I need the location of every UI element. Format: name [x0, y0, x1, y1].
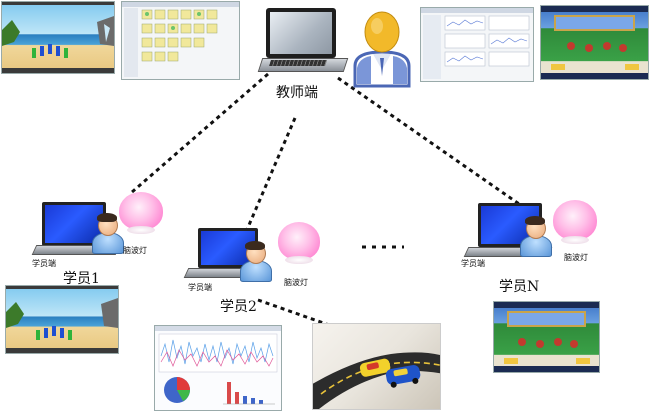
student1-lamp-label: 脑波灯 — [123, 246, 147, 255]
student1-terminal-label: 学员端 — [32, 259, 56, 268]
beach-game-screenshot-top — [1, 1, 115, 74]
teacher-avatar-icon — [349, 10, 415, 92]
student2-lamp-label: 脑波灯 — [284, 278, 308, 287]
studentN-lamp-label: 脑波灯 — [564, 253, 588, 262]
race-game-screenshot-studentN — [493, 301, 600, 373]
link-student2-photo — [257, 298, 333, 328]
student2-name: 学员2 — [220, 299, 257, 315]
student1-name: 学员1 — [63, 271, 100, 287]
brainwave-analytics-screenshot — [154, 325, 282, 411]
beach-game-screenshot-student1 — [5, 285, 119, 354]
teacher-software-thumbnail-2 — [420, 7, 534, 82]
race-game-screenshot-top — [540, 5, 649, 80]
student2-terminal-label: 学员端 — [188, 283, 212, 292]
studentN-name: 学员N — [499, 279, 540, 295]
studentN-terminal-label: 学员端 — [461, 259, 485, 268]
teacher-software-thumbnail-1 — [121, 1, 240, 80]
link-teacher-studentN — [337, 76, 523, 208]
teacher-label: 教师端 — [276, 85, 318, 101]
race-car-toy-photo — [312, 323, 441, 410]
link-teacher-student2 — [244, 117, 297, 233]
link-teacher-student1 — [131, 72, 269, 194]
